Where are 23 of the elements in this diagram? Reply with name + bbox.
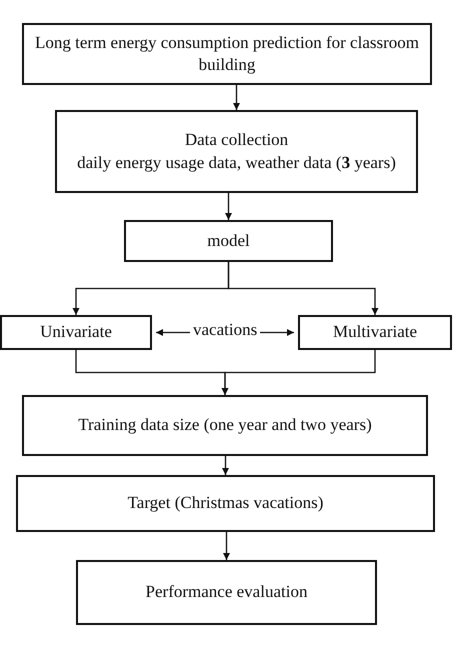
process-box: [55, 110, 418, 193]
arrow: [228, 262, 378, 315]
box-text: Multivariate: [332, 321, 418, 344]
process-box: [298, 315, 452, 350]
process-box: [22, 395, 428, 456]
box-text: Training data size (one year and two years): [78, 414, 372, 436]
arrow: [233, 85, 240, 110]
box-text: Long term energy consumption prediction for classroom building: [34, 32, 420, 76]
box-text: Performance evaluation: [146, 581, 308, 604]
arrow: [222, 456, 229, 475]
box-text: Target (Christmas vacations): [128, 492, 324, 514]
process-box: [124, 220, 333, 262]
process-box: [16, 475, 435, 532]
box-text: Univariate: [40, 321, 112, 344]
process-box: [22, 23, 432, 85]
process-box: [0, 315, 152, 350]
box-text: daily energy usage data, weather data (3 years): [77, 152, 396, 174]
box-heading: Data collection: [184, 129, 288, 152]
box-text: model: [207, 230, 250, 252]
arrow: [223, 532, 230, 560]
process-box: [76, 560, 377, 625]
arrow: [222, 350, 376, 395]
arrow: [225, 193, 232, 220]
